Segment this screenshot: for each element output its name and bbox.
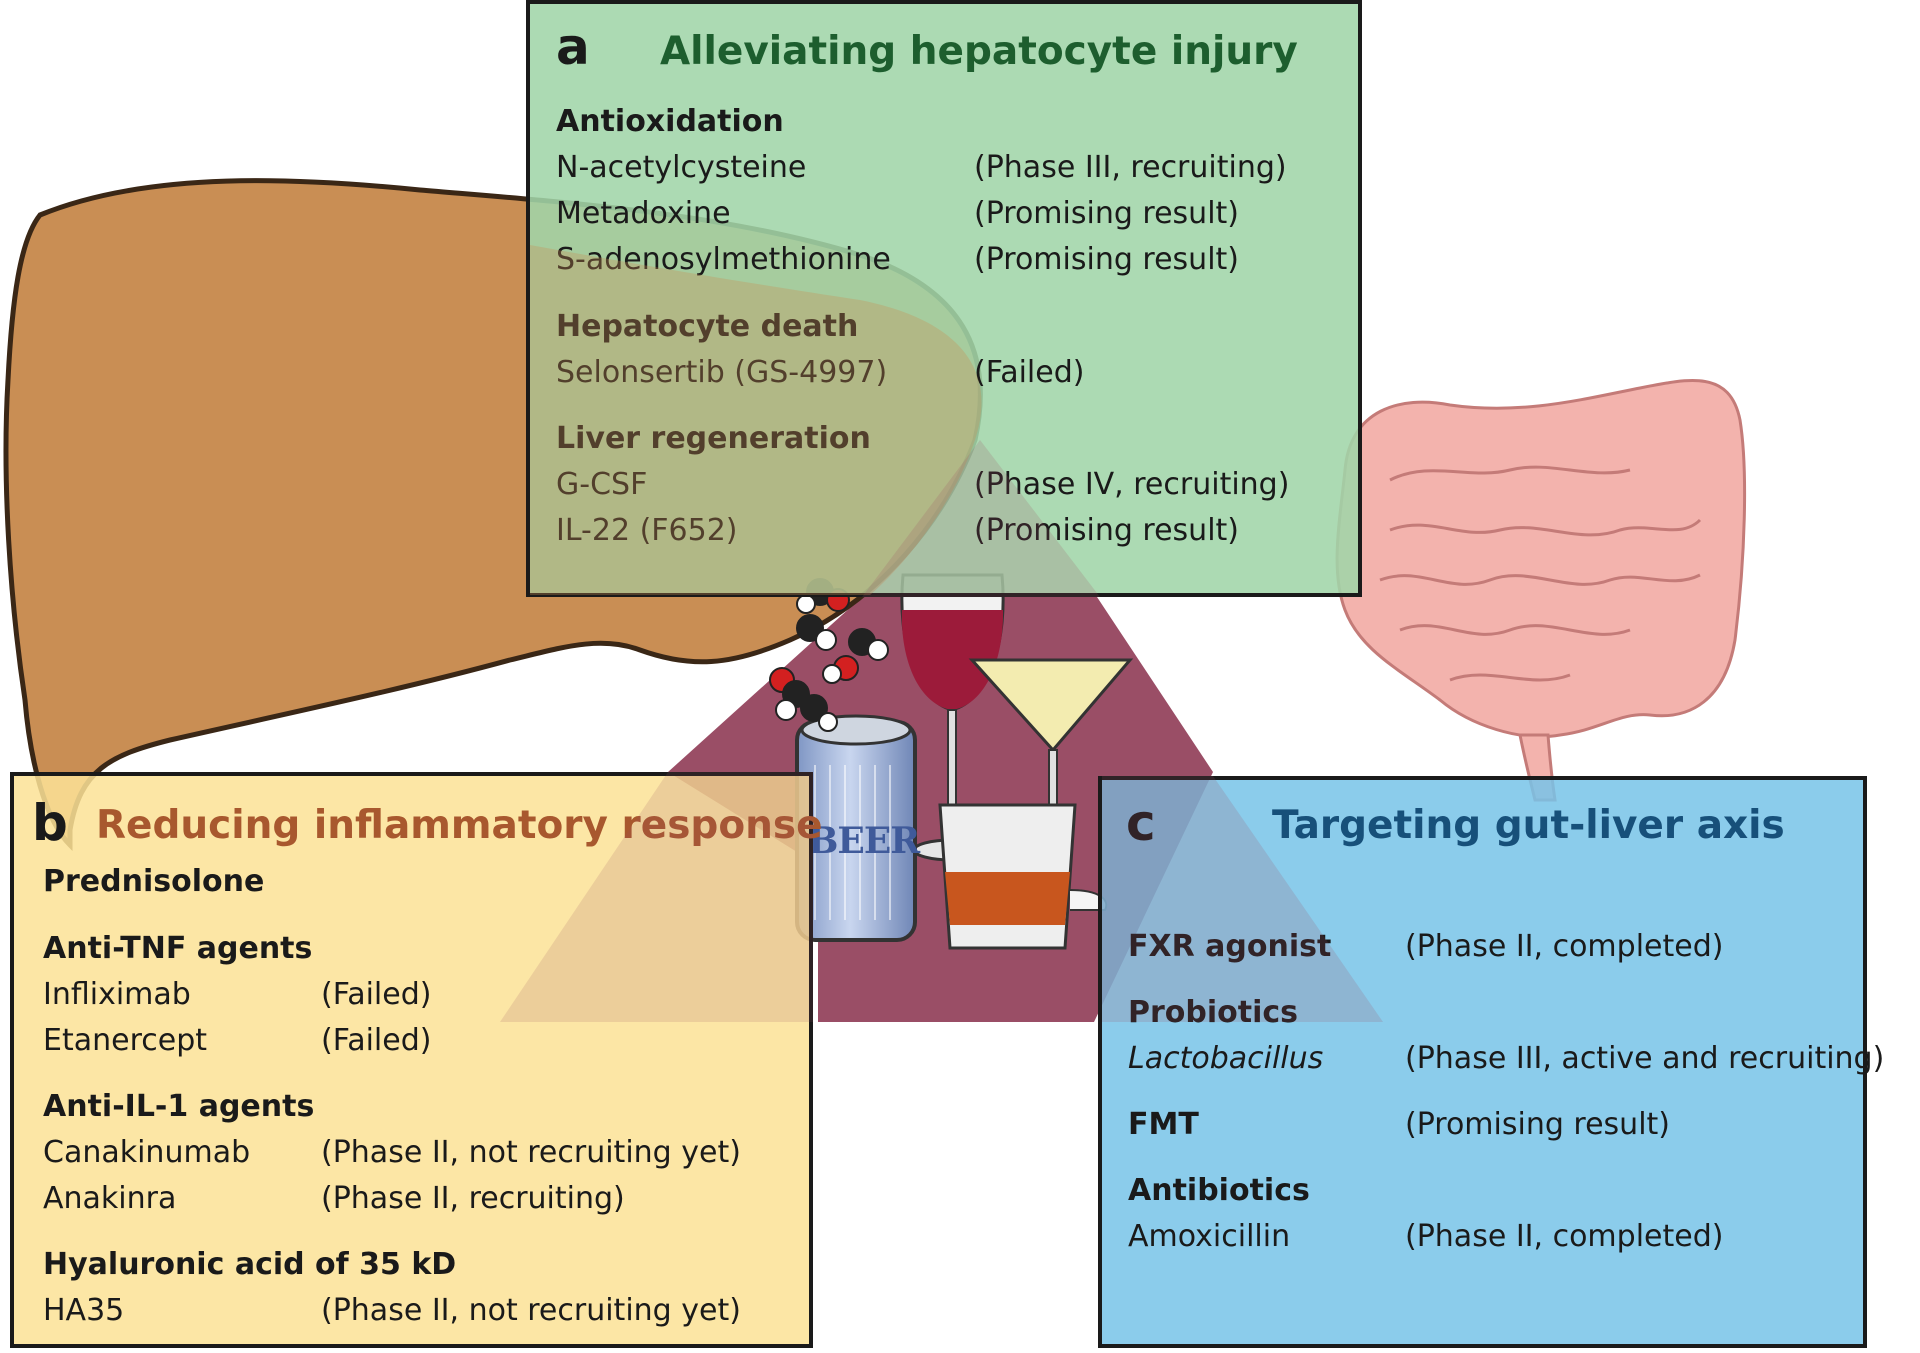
panel-letter-a: a (556, 18, 590, 76)
drug-name: HA35 (43, 1293, 125, 1328)
panel-title-b: Reducing inflammatory response (96, 803, 823, 848)
panel-letter-b: b (32, 794, 68, 852)
group-heading-liver-regeneration: Liver regeneration (556, 421, 871, 456)
drug-status: (Failed) (974, 355, 1085, 390)
drug-name: Etanercept (43, 1023, 208, 1058)
drug-name: N-acetylcysteine (556, 150, 807, 185)
group-heading-anti-il1: Anti-IL-1 agents (43, 1089, 315, 1124)
panel-letter-c: c (1126, 794, 1156, 852)
ethanol-molecules (769, 578, 889, 732)
drug-status: (Phase IV, recruiting) (974, 467, 1290, 502)
group-heading-probiotics: Probiotics (1128, 995, 1299, 1030)
wine-glass (900, 573, 1005, 862)
group-heading-antibiotics: Antibiotics (1128, 1173, 1310, 1208)
intestine (1335, 379, 1747, 802)
drug-name: IL-22 (F652) (556, 513, 738, 548)
drug-status: (Failed) (321, 977, 432, 1012)
drug-name: S-adenosylmethionine (556, 242, 891, 277)
panel-targeting-gut-liver-axis: c Targeting gut-liver axis FXR agonist (… (1098, 776, 1884, 1348)
group-heading-anti-tnf: Anti-TNF agents (43, 931, 313, 966)
drug-name: Lactobacillus (1128, 1041, 1324, 1076)
group-heading-prednisolone: Prednisolone (43, 864, 265, 899)
group-heading-fxr-agonist: FXR agonist (1128, 929, 1332, 964)
group-status: (Phase II, completed) (1405, 929, 1724, 964)
drug-status: (Phase II, recruiting) (321, 1181, 625, 1216)
drug-status: (Promising result) (974, 513, 1239, 548)
drug-name: Selonsertib (GS-4997) (556, 355, 888, 390)
drug-name: Canakinumab (43, 1135, 251, 1170)
group-heading-hyaluronic-acid: Hyaluronic acid of 35 kD (43, 1247, 457, 1282)
drug-name: G-CSF (556, 467, 648, 502)
drug-status: (Phase II, not recruiting yet) (321, 1293, 741, 1328)
group-heading-hepatocyte-death: Hepatocyte death (556, 309, 859, 344)
drug-status: (Phase II, completed) (1405, 1219, 1724, 1254)
drug-name: Metadoxine (556, 196, 731, 231)
drug-status: (Phase III, recruiting) (974, 150, 1287, 185)
drug-status: (Phase III, active and recruiting) (1405, 1041, 1885, 1076)
group-heading-antioxidation: Antioxidation (556, 104, 784, 139)
drug-name: Infliximab (43, 977, 191, 1012)
panel-title-c: Targeting gut-liver axis (1272, 803, 1785, 848)
whisky-glass (938, 803, 1108, 950)
group-heading-fmt: FMT (1128, 1107, 1199, 1142)
drug-status: (Phase II, not recruiting yet) (321, 1135, 741, 1170)
drug-status: (Promising result) (974, 242, 1239, 277)
panel-title-a: Alleviating hepatocyte injury (660, 29, 1298, 74)
drug-status: (Promising result) (974, 196, 1239, 231)
drug-status: (Failed) (321, 1023, 432, 1058)
panel-reducing-inflammatory-response: b Reducing inflammatory response Prednis… (10, 772, 823, 1348)
group-status: (Promising result) (1405, 1107, 1670, 1142)
drug-name: Anakinra (43, 1181, 177, 1216)
panel-alleviating-hepatocyte-injury: a Alleviating hepatocyte injury Antioxid… (526, 0, 1362, 597)
beer-can-label: BEER (808, 820, 920, 862)
drug-name: Amoxicillin (1128, 1219, 1291, 1254)
